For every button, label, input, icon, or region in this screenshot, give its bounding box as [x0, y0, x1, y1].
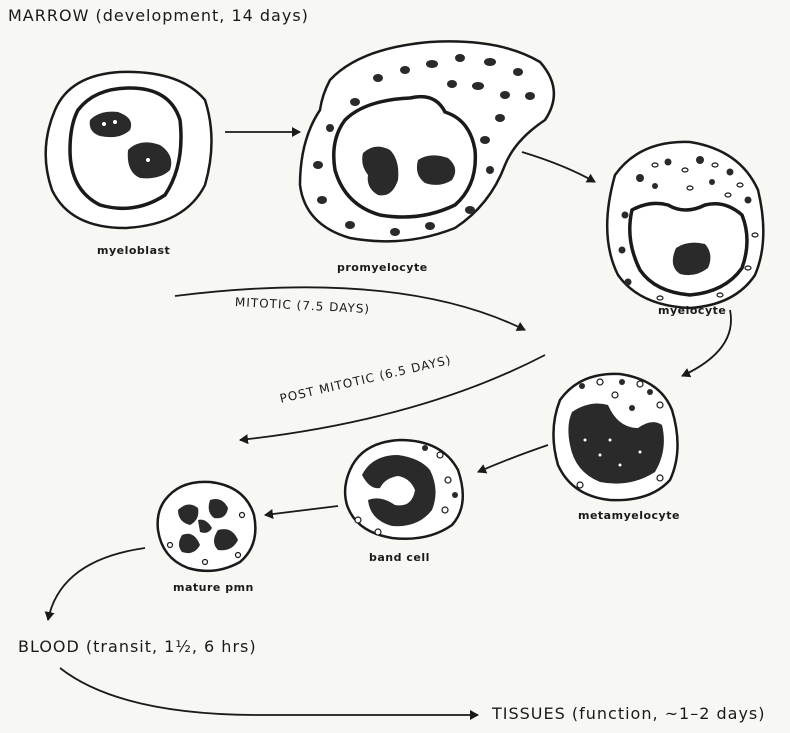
- metamyelocyte-cell: [553, 374, 677, 500]
- arrow-blood-to-tissues: [60, 668, 478, 715]
- label-metamyelocyte: metamyelocyte: [578, 509, 680, 522]
- band-cell: [345, 440, 463, 539]
- arrow-myelocyte-to-metamyelocyte: [682, 310, 731, 376]
- arrow-promyelocyte-to-myelocyte: [522, 152, 595, 182]
- label-myelocyte: myelocyte: [658, 304, 726, 317]
- arrow-pmn-to-blood: [48, 548, 145, 620]
- mature-pmn-cell: [158, 482, 256, 571]
- label-blood: BLOOD (transit, 1½, 6 hrs): [18, 637, 257, 656]
- label-myeloblast: myeloblast: [97, 244, 170, 257]
- label-promyelocyte: promyelocyte: [337, 261, 428, 274]
- myelocyte-cell: [607, 142, 763, 308]
- label-tissues: TISSUES (function, ~1–2 days): [492, 704, 766, 723]
- promyelocyte-cell: [300, 41, 554, 241]
- arrow-band-cell-to-mature-pmn: [265, 506, 338, 515]
- myeloblast-cell: [46, 72, 212, 228]
- label-band-cell: band cell: [369, 551, 430, 564]
- page-title: MARROW (development, 14 days): [8, 6, 309, 25]
- label-mature-pmn: mature pmn: [173, 581, 254, 594]
- arrow-metamyelocyte-to-band-cell: [478, 445, 548, 472]
